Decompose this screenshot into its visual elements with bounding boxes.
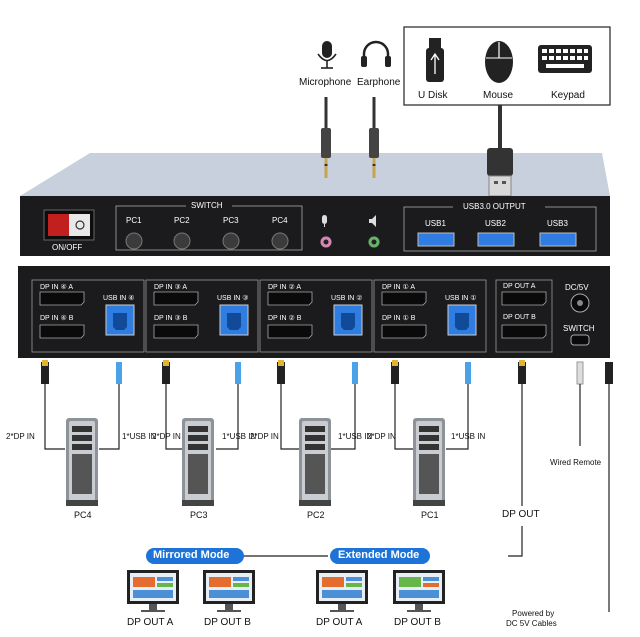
microphone-icon [317,41,337,69]
extended-mode-label: Extended Mode [338,549,420,561]
usb1-label: USB1 [425,219,446,228]
pc1-dp-in-label: 2*DP IN [367,432,396,441]
mic-jack-icon [322,215,327,227]
pc2-name: PC2 [307,510,325,520]
earphone-icon [361,40,391,67]
pc1-name: PC1 [421,510,439,520]
dp-in-1b-label: DP IN ① B [382,315,416,322]
dp-in-3a-label: DP IN ③ A [154,284,187,291]
pc3-label: PC3 [223,216,239,225]
mouse-label: Mouse [483,90,514,101]
monitor-2-label: DP OUT B [204,617,251,628]
usb-in-2-label: USB IN ② [331,295,363,302]
keypad-icon [538,45,592,73]
wiring [44,384,610,612]
mirrored-mode-badge [146,548,244,564]
monitor-4-label: DP OUT B [394,617,441,628]
pc4-dp-in-label: 2*DP IN [6,432,35,441]
wired-remote-label: Wired Remote [550,458,602,467]
dp-out-a-label: DP OUT A [503,283,536,290]
udisk-icon [426,38,444,82]
pc1-button [125,232,143,250]
rear-cables [41,360,613,385]
switch-title: SWITCH [191,201,223,210]
dp-in-4a-label: DP IN ④ A [40,284,73,291]
mirrored-mode-label: Mirrored Mode [153,549,230,561]
earphone-plug [369,97,379,178]
pc3-dp-in-label: 2*DP IN [152,432,181,441]
usb-a-plug [487,105,513,197]
microphone-label: Microphone [299,77,352,88]
udisk-label: U Disk [418,90,448,101]
usb2-port [477,232,515,247]
power-label: ON/OFF [52,243,83,252]
powered-by-label-1: Powered by [512,609,555,618]
mouse-icon [485,41,513,83]
usb-output-title: USB3.0 OUTPUT [463,202,526,211]
pc4-button [271,232,289,250]
usb1-port [417,232,455,247]
usb-in-1-label: USB IN ① [445,295,477,302]
pc2-button [173,232,191,250]
device-top-face [20,153,610,196]
pc3-name: PC3 [190,510,208,520]
dp-in-1a-label: DP IN ① A [382,284,415,291]
dp-in-3b-label: DP IN ③ B [154,315,188,322]
pc4-label: PC4 [272,216,288,225]
pc1-label: PC1 [126,216,142,225]
monitors [127,570,445,612]
pc2-usb-in-label: 1*USB IN [338,432,373,441]
pc2-dp-in-label: 2*DP IN [250,432,279,441]
pc4-usb-in-label: 1*USB IN [122,432,157,441]
pc-towers [66,418,445,506]
dp-in-2b-label: DP IN ② B [268,315,302,322]
keypad-label: Keypad [551,90,585,101]
dp-in-4b-label: DP IN ④ B [40,315,74,322]
dp-out-label: DP OUT [502,509,540,520]
dc-label: DC/5V [565,283,589,292]
pc4-name: PC4 [74,510,92,520]
monitor-3-label: DP OUT A [316,617,363,628]
pc2-label: PC2 [174,216,190,225]
usb-in-3-label: USB IN ③ [217,295,249,302]
usb3-label: USB3 [547,219,568,228]
usb2-label: USB2 [485,219,506,228]
speaker-jack-icon [369,215,376,227]
dp-out-b-label: DP OUT B [503,314,536,321]
mic-plug [321,97,331,178]
pc3-button [222,232,240,250]
monitor-1-label: DP OUT A [127,617,174,628]
powered-by-label-2: DC 5V Cables [506,619,557,628]
earphone-label: Earphone [357,77,401,88]
dp-in-2a-label: DP IN ② A [268,284,301,291]
rear-switch-label: SWITCH [563,324,595,333]
extended-mode-badge [330,548,430,564]
pc3-usb-in-label: 1*USB IN [222,432,257,441]
pc1-usb-in-label: 1*USB IN [451,432,486,441]
usb3-port [539,232,577,247]
usb-in-4-label: USB IN ④ [103,295,135,302]
